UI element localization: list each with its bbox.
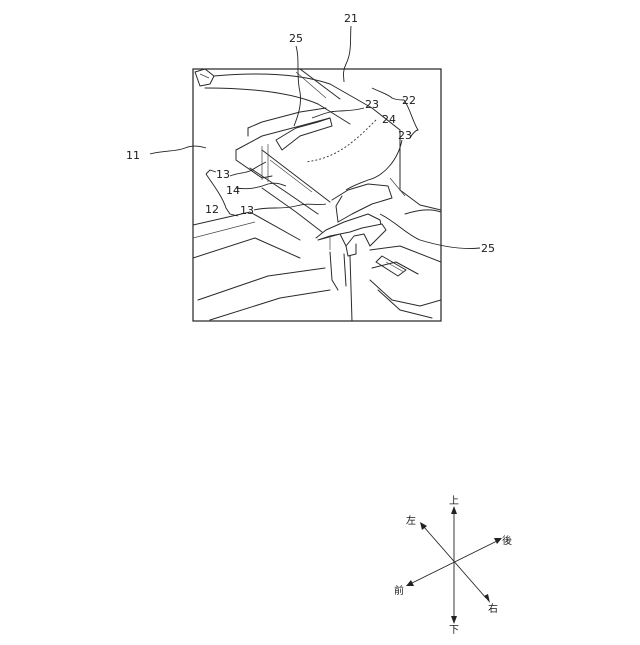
- label-11: 11: [126, 149, 140, 162]
- label-22: 22: [402, 94, 416, 107]
- label-23-right: 23: [398, 129, 412, 142]
- direction-left-label: 左: [406, 514, 416, 527]
- direction-back-label: 後: [502, 534, 512, 547]
- direction-front-label: 前: [394, 584, 404, 597]
- label-25-lower: 25: [481, 242, 495, 255]
- direction-up-label: 上: [449, 495, 459, 507]
- direction-down-label: 下: [449, 625, 459, 636]
- arrow-right-icon: [484, 594, 490, 603]
- label-21: 21: [344, 12, 358, 25]
- arrow-up-icon: [451, 506, 457, 514]
- label-25-upper: 25: [289, 32, 303, 45]
- label-23-upper: 23: [365, 98, 379, 111]
- label-12: 12: [205, 203, 219, 216]
- label-24: 24: [382, 113, 396, 126]
- label-13-upper: 13: [216, 168, 230, 181]
- direction-compass: 上 下 左 右 前 後: [394, 495, 512, 636]
- label-13-lower: 13: [240, 204, 254, 217]
- label-14: 14: [226, 184, 240, 197]
- direction-right-label: 右: [488, 602, 498, 615]
- arrow-back-icon: [494, 538, 502, 544]
- arrow-down-icon: [451, 616, 457, 624]
